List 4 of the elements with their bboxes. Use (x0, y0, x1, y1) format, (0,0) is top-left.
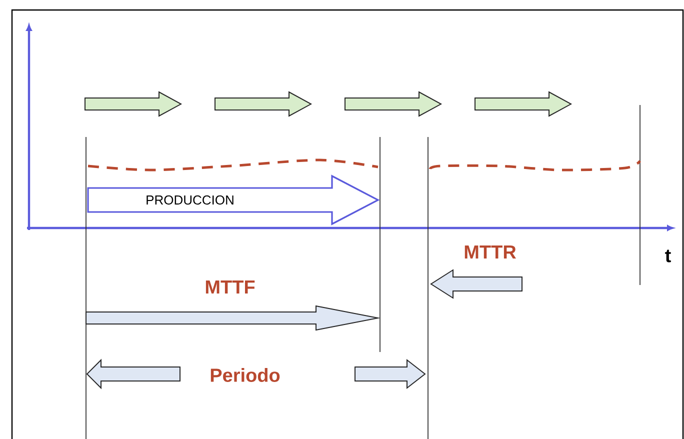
interval-label: Periodo (210, 368, 280, 382)
interval-label: MTTF (206, 280, 255, 294)
interval-label: MTTR (464, 245, 516, 259)
axis-label: t (665, 250, 671, 262)
